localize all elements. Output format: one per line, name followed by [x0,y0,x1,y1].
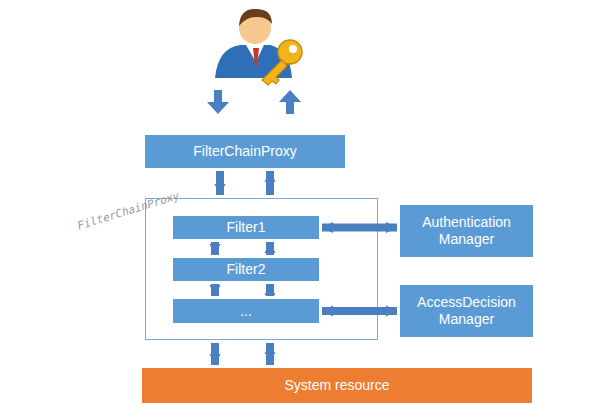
proxy-box: FilterChainProxy [145,135,345,168]
group-heading: FilterChainProxy [72,186,186,236]
up-arrow [279,90,301,114]
user-head [239,12,271,44]
node-label: System resource [280,377,393,394]
flow-arrow [211,343,219,365]
flow-arrow [266,171,274,195]
user-shirt [246,45,264,62]
node-label: ... [236,303,256,320]
node-label: AccessDecision Manager [400,294,533,328]
filter-box: Filter2 [173,258,319,281]
flow-arrow [211,284,219,296]
filter-box: Filter1 [173,216,319,239]
down-arrow [207,90,229,114]
resource-band: System resource [142,368,532,403]
manager-box: Authentication Manager [400,205,533,257]
flow-arrow [266,343,274,365]
filter-box: ... [173,299,319,323]
node-label: FilterChainProxy [189,143,300,160]
user-suit [215,45,292,78]
key-hole [289,45,297,53]
key-blade [262,60,287,85]
user-hair [239,9,272,26]
user-tie [253,48,259,66]
flow-arrow [322,307,397,315]
flow-arrow [216,171,224,195]
user-icon [215,9,302,85]
flow-arrow [266,284,274,296]
node-label: Filter1 [223,219,270,236]
flow-arrow [211,242,219,255]
filter-chain-group: FilterChainProxyFilter1Filter2... [145,198,378,340]
manager-box: AccessDecision Manager [400,285,533,337]
flow-arrow [322,224,397,232]
flow-arrow [266,242,274,255]
node-label: Filter2 [223,261,270,278]
user-arrows [207,90,301,114]
node-label: Authentication Manager [400,214,533,248]
key-ring [278,40,302,64]
